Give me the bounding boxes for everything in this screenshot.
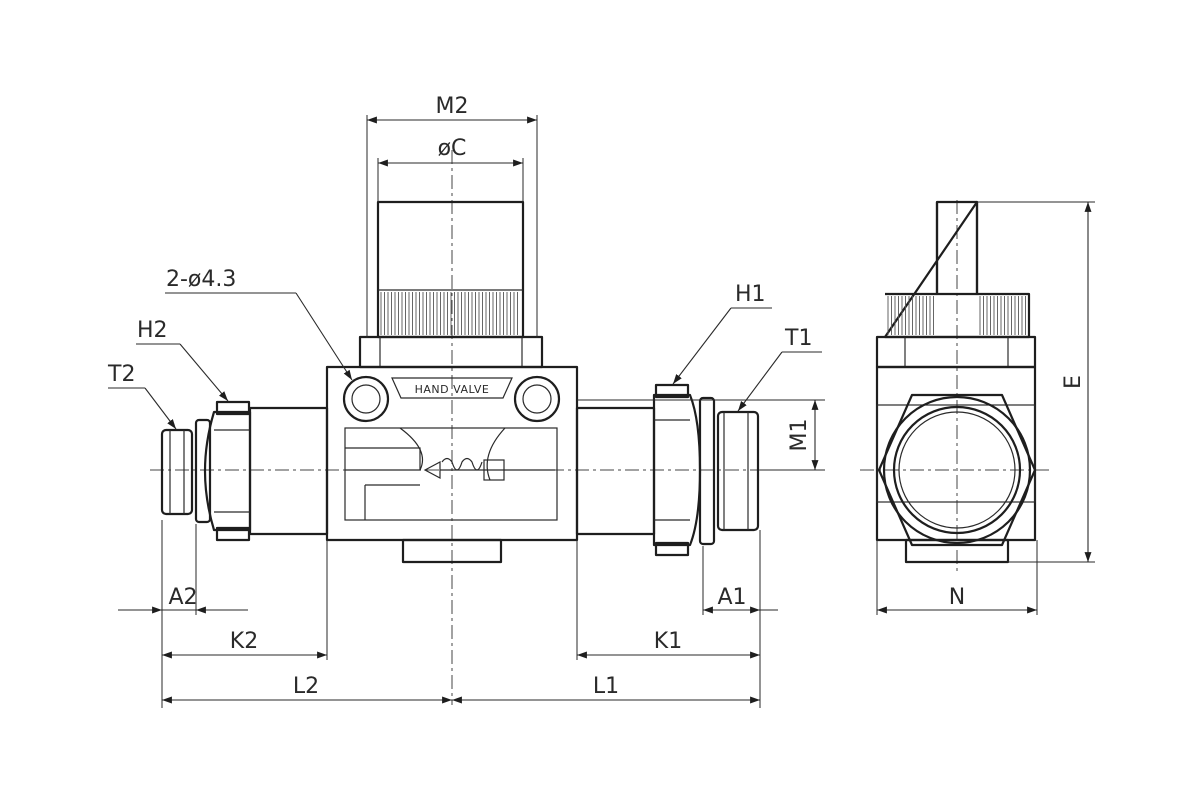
- mounting-holes-label: 2-ø4.3: [166, 267, 236, 292]
- bottom-boss: [401, 538, 503, 564]
- a2-label: A2: [168, 585, 197, 610]
- front-view: HAND VALVE: [150, 150, 790, 705]
- l1-label: L1: [593, 674, 619, 699]
- hand-valve-marking: HAND VALVE: [415, 383, 490, 396]
- diameter-c-label: øC: [438, 136, 467, 161]
- right-fitting: [575, 383, 760, 557]
- m1-label: M1: [787, 419, 812, 452]
- h2-label: H2: [137, 318, 168, 343]
- l2-label: L2: [293, 674, 319, 699]
- side-view: [860, 200, 1050, 575]
- n-label: N: [949, 585, 965, 610]
- h1-label: H1: [735, 282, 766, 307]
- t1-label: T1: [784, 326, 812, 351]
- knob: [376, 200, 525, 339]
- knob-collar: [358, 335, 544, 369]
- e-label: E: [1061, 375, 1086, 389]
- m2-label: M2: [436, 94, 469, 119]
- k1-label: K1: [654, 629, 682, 654]
- k2-label: K2: [230, 629, 258, 654]
- t2-label: T2: [107, 362, 135, 387]
- a1-label: A1: [717, 585, 746, 610]
- dimensions: M2 øC 2-ø4.3 H2 T2 H1 T1 M1: [107, 94, 1095, 708]
- left-fitting: [160, 400, 329, 542]
